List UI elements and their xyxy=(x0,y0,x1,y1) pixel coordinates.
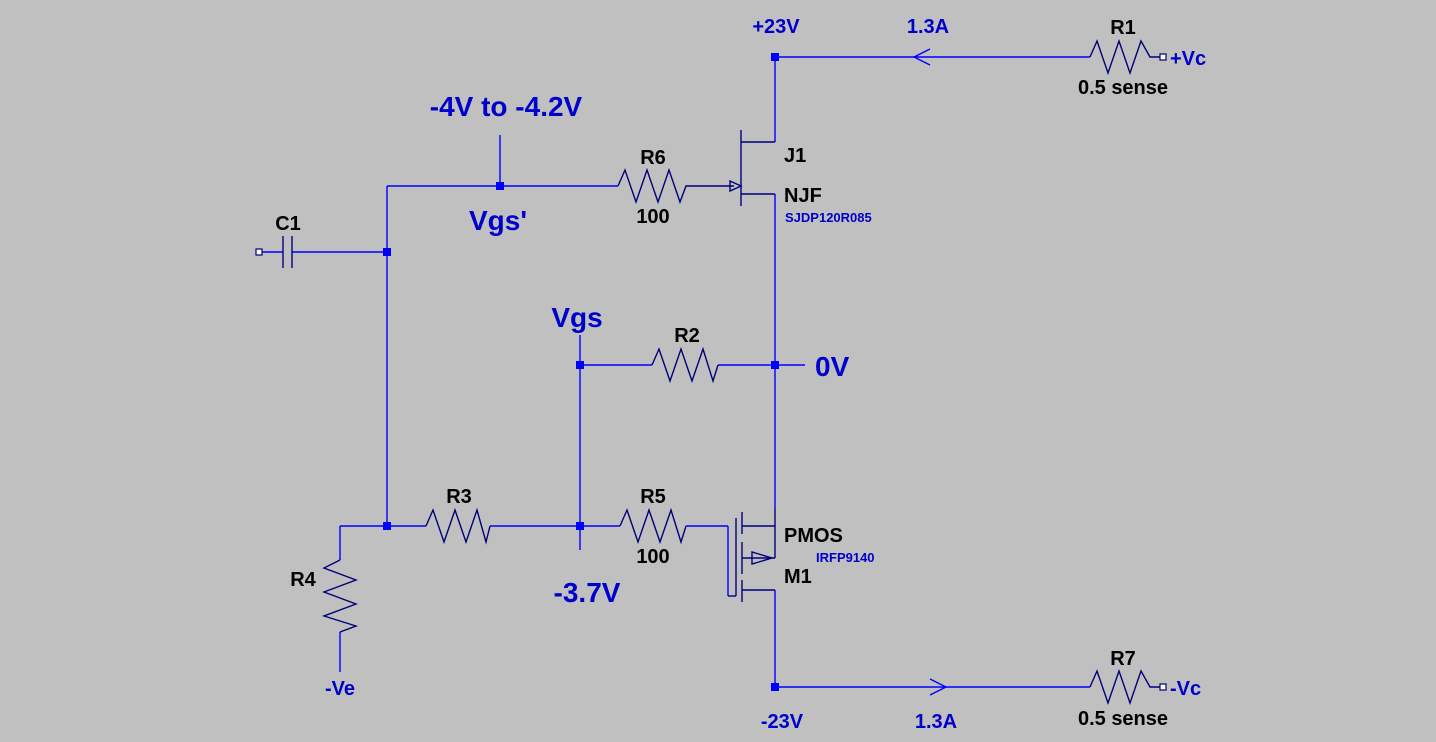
net-label-vgs-prime-range: -4V to -4.2V xyxy=(430,91,583,122)
net-label-minus-vc: -Vc xyxy=(1170,678,1201,700)
node-plus-23v xyxy=(771,53,779,61)
current-label-bottom: 1.3A xyxy=(915,711,957,733)
r1-value: 0.5 sense xyxy=(1078,77,1168,99)
node-c1 xyxy=(383,248,391,256)
r5-zigzag xyxy=(619,507,687,545)
net-label-plus-vc: +Vc xyxy=(1170,48,1206,70)
r7-ref: R7 xyxy=(1110,648,1136,670)
j1-ref: J1 xyxy=(784,145,806,167)
net-label-0v: 0V xyxy=(815,351,850,382)
r5-ref: R5 xyxy=(640,486,666,508)
m1-ref: M1 xyxy=(784,566,812,588)
net-label-vgs-prime: Vgs' xyxy=(469,205,527,236)
m1-part: IRFP9140 xyxy=(816,550,875,565)
j1-part: SJDP120R085 xyxy=(785,210,872,225)
r2-ref: R2 xyxy=(674,325,700,347)
junction-nodes xyxy=(383,53,779,691)
r3-zigzag xyxy=(425,507,491,545)
net-label-minus-3-7v: -3.7V xyxy=(554,577,621,608)
r3-ref: R3 xyxy=(446,486,472,508)
node-minus-23v xyxy=(771,683,779,691)
node-minus-3-7v xyxy=(576,522,584,530)
pin-c1-left xyxy=(255,248,263,256)
r2-zigzag xyxy=(651,346,719,384)
net-label-minus-23v: -23V xyxy=(761,711,804,733)
r7-zigzag xyxy=(1089,668,1160,706)
r5-value: 100 xyxy=(636,546,669,568)
node-0v xyxy=(771,361,779,369)
net-label-vgs: Vgs xyxy=(551,302,602,333)
pin-plus-vc xyxy=(1159,53,1167,61)
jfet-j1-symbol xyxy=(729,130,775,206)
r6-ref: R6 xyxy=(640,147,666,169)
r6-zigzag xyxy=(617,167,734,205)
r7-value: 0.5 sense xyxy=(1078,708,1168,730)
node-vgs xyxy=(576,361,584,369)
pmos-m1-symbol xyxy=(728,508,776,602)
r1-zigzag xyxy=(1089,38,1160,76)
net-label-minus-ve: -Ve xyxy=(325,678,355,700)
capacitor-c1 xyxy=(282,236,293,268)
pin-minus-vc xyxy=(1159,683,1167,691)
node-r3-left xyxy=(383,522,391,530)
j1-type: NJF xyxy=(784,185,822,207)
current-arrow-top xyxy=(912,48,931,66)
m1-type: PMOS xyxy=(784,525,843,547)
r1-ref: R1 xyxy=(1110,17,1136,39)
current-arrow-bottom xyxy=(929,678,948,696)
c1-ref: C1 xyxy=(275,213,301,235)
current-label-top: 1.3A xyxy=(907,16,949,38)
r4-ref: R4 xyxy=(290,569,316,591)
node-vgs-prime xyxy=(496,182,504,190)
r6-value: 100 xyxy=(636,206,669,228)
wires xyxy=(262,56,1090,688)
r4-zigzag xyxy=(321,559,359,633)
net-label-plus-23v: +23V xyxy=(752,16,800,38)
